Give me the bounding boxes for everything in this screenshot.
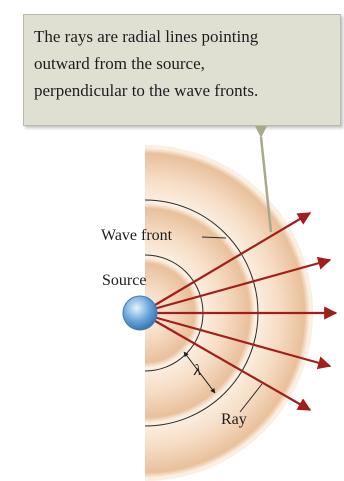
source-label: Source — [102, 272, 146, 290]
wavelength-label: λ — [194, 362, 201, 380]
callout-pointer — [255, 126, 267, 138]
source-sphere — [123, 296, 157, 330]
ray-label: Ray — [221, 411, 247, 429]
wave-front-label: Wave front — [101, 227, 172, 245]
